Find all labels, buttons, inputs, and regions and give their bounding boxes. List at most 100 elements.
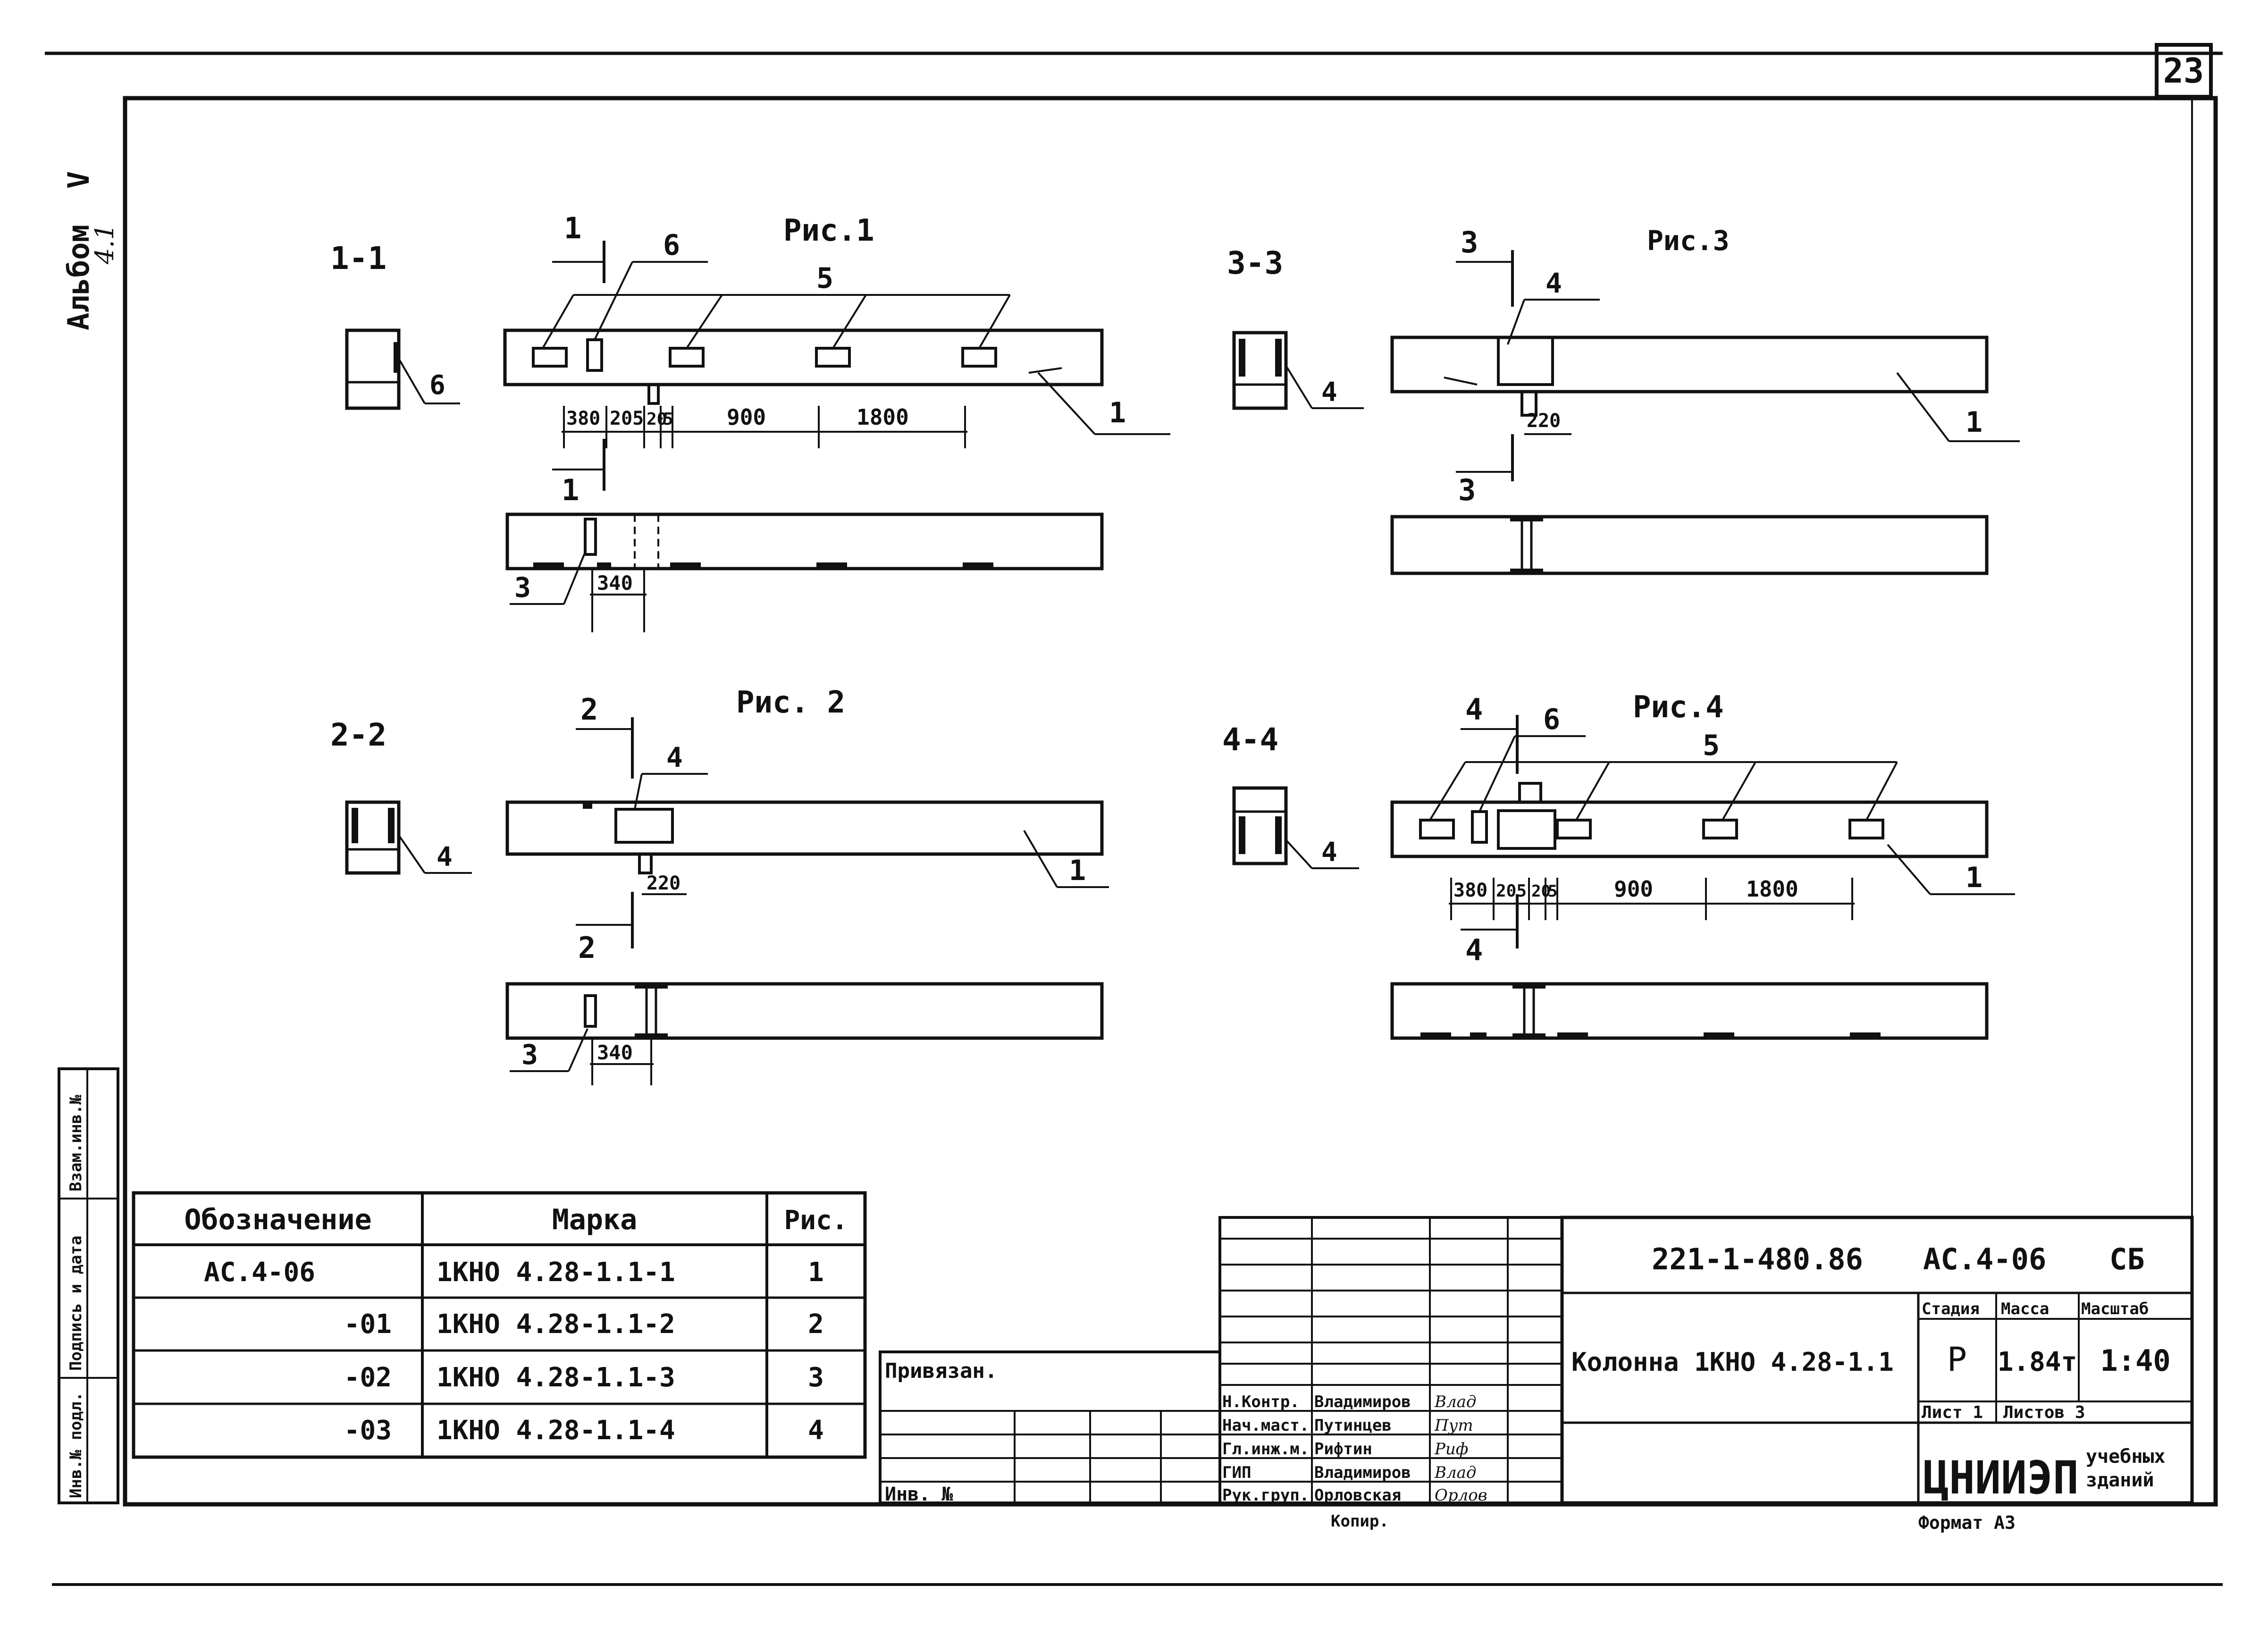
figure-title-3: Рис.3 [1647,225,1730,257]
name-n-kontr: Владимиров [1314,1392,1411,1411]
leader-line [634,773,643,810]
dim-900: 900 [727,404,766,430]
embedded-plate-6-front [584,518,597,556]
cross-section-insert [352,808,358,843]
leader-line [1507,299,1525,345]
callout-4: 4 [666,741,683,773]
callout-5: 5 [1703,729,1720,762]
dim-5: 5 [663,410,673,429]
org-name: ЦНИИЭП [1923,1451,2079,1504]
bracket-plate-4 [1497,336,1554,386]
column-front-view-4 [1390,982,1989,1040]
section-label-3-3: 3-3 [1227,245,1283,281]
dim-340: 340 [597,571,633,595]
plate-marks [533,562,993,568]
title-block-frame [1560,1216,2194,1505]
figure-title-1: Рис.1 [783,213,874,248]
dimension-line [1444,377,1478,386]
sign-gl-inzh: Риф [1434,1440,1468,1459]
copied-by: Копир. [1331,1512,1389,1531]
bracket-plate-4 [614,808,674,844]
dim-220: 220 [647,872,680,894]
leader-line [1865,762,1898,821]
doc-code: 221-1-480.86 [1652,1242,1863,1276]
role-ruk-grup: Рук.груп. [1222,1486,1309,1505]
sheet-number-box [2155,43,2213,99]
sheets-label: Листов 3 [2003,1403,2085,1422]
callout-1: 1 [1109,396,1126,429]
spec-cell-designation: -01 [344,1309,392,1340]
figure-title-2: Рис. 2 [736,685,845,720]
bracket-bottom-mark [1512,1033,1546,1038]
column-front-view-1 [505,512,1104,570]
dim-1800: 1800 [857,404,909,430]
leader-line [1028,367,1062,374]
cross-section-2 [345,800,401,875]
binding-inv: Инв. № [885,1484,953,1505]
side-stamp: Инв.№ подл. Подпись и дата Взам.инв.№ [58,1067,119,1504]
leader-line [1575,762,1610,821]
bracket [1520,392,1537,417]
name-gl-inzh: Рифтин [1314,1440,1372,1459]
leader-line [1023,830,1058,888]
callout-4-section: 4 [437,842,453,872]
side-stamp-replaced: Взам.инв.№ [67,1095,85,1191]
leader-line [542,294,574,349]
cut-label-top: 2 [580,692,598,727]
callout-3: 3 [521,1039,538,1071]
stage-value: Р [1947,1340,1967,1379]
embedded-plate [532,347,568,368]
bracket-top-mark [1510,517,1543,521]
embedded-plate-front [584,994,597,1028]
spec-cell-mark: 1КНО 4.28-1.1-4 [437,1415,675,1446]
embedded-plate-6 [1471,810,1488,844]
bracket-top [1518,782,1542,804]
sheet-label: Лист 1 [1922,1403,1983,1422]
callout-4: 4 [1546,267,1562,299]
embedded-plate [815,347,851,368]
cut-label-bottom: 4 [1465,933,1483,967]
album-volume: V [61,171,96,189]
column-front-view-2 [505,982,1104,1040]
stage-label: Стадия [1922,1300,1980,1318]
role-gip: ГИП [1222,1463,1251,1482]
callout-4-section: 4 [1321,377,1337,408]
callout-4-section: 4 [1321,837,1337,868]
figure-title-4: Рис.4 [1633,690,1724,725]
column-top-view-4 [1390,800,1989,858]
binding-title: Привязан. [885,1359,997,1383]
bracket-top-mark [1512,984,1546,989]
dim-205: 205 [1496,881,1527,901]
leader-line [1285,365,1313,409]
dim-380: 380 [1453,880,1487,901]
spec-header-fig: Рис. [784,1205,848,1236]
spec-header-mark: Марка [552,1203,638,1236]
dimension-ticks [563,406,966,448]
spec-cell-designation: -02 [344,1362,392,1393]
cross-section-3 [1232,331,1288,410]
dim-220: 220 [1527,410,1561,432]
album-part: 4.1 [90,224,119,265]
spec-header-designation: Обозначение [184,1203,371,1236]
callout-6-section: 6 [429,370,445,401]
bracket-plate [1497,809,1556,850]
dim-205: 205 [610,408,644,429]
title-block: 221-1-480.86 АС.4-06 СБ Колонна 1КНО 4.2… [1560,1216,2194,1533]
album-label-group: Альбом V [61,171,96,330]
dim-20: 20 [647,410,667,429]
signature-grid: Н.Контр. Владимиров Влад Нач.маст. Путин… [1218,1216,1563,1531]
side-stamp-frame [58,1067,119,1504]
leader-line [594,261,633,340]
bracket-bottom-mark [635,1033,668,1038]
scale-label: Масштаб [2081,1300,2149,1318]
leader-line [978,294,1011,349]
callout-5: 5 [816,262,833,295]
cross-section-insert [1275,816,1282,854]
sign-ruk-grup: Орлов [1435,1486,1487,1505]
sign-nach-mast: Пут [1434,1416,1473,1435]
view-3: 3-3 Рис.3 4 4 3 3 220 1 [1227,225,2020,575]
section-label-4-4: 4-4 [1222,721,1278,758]
embedded-plate [961,347,997,368]
sheet-number: 23 [2163,51,2204,91]
